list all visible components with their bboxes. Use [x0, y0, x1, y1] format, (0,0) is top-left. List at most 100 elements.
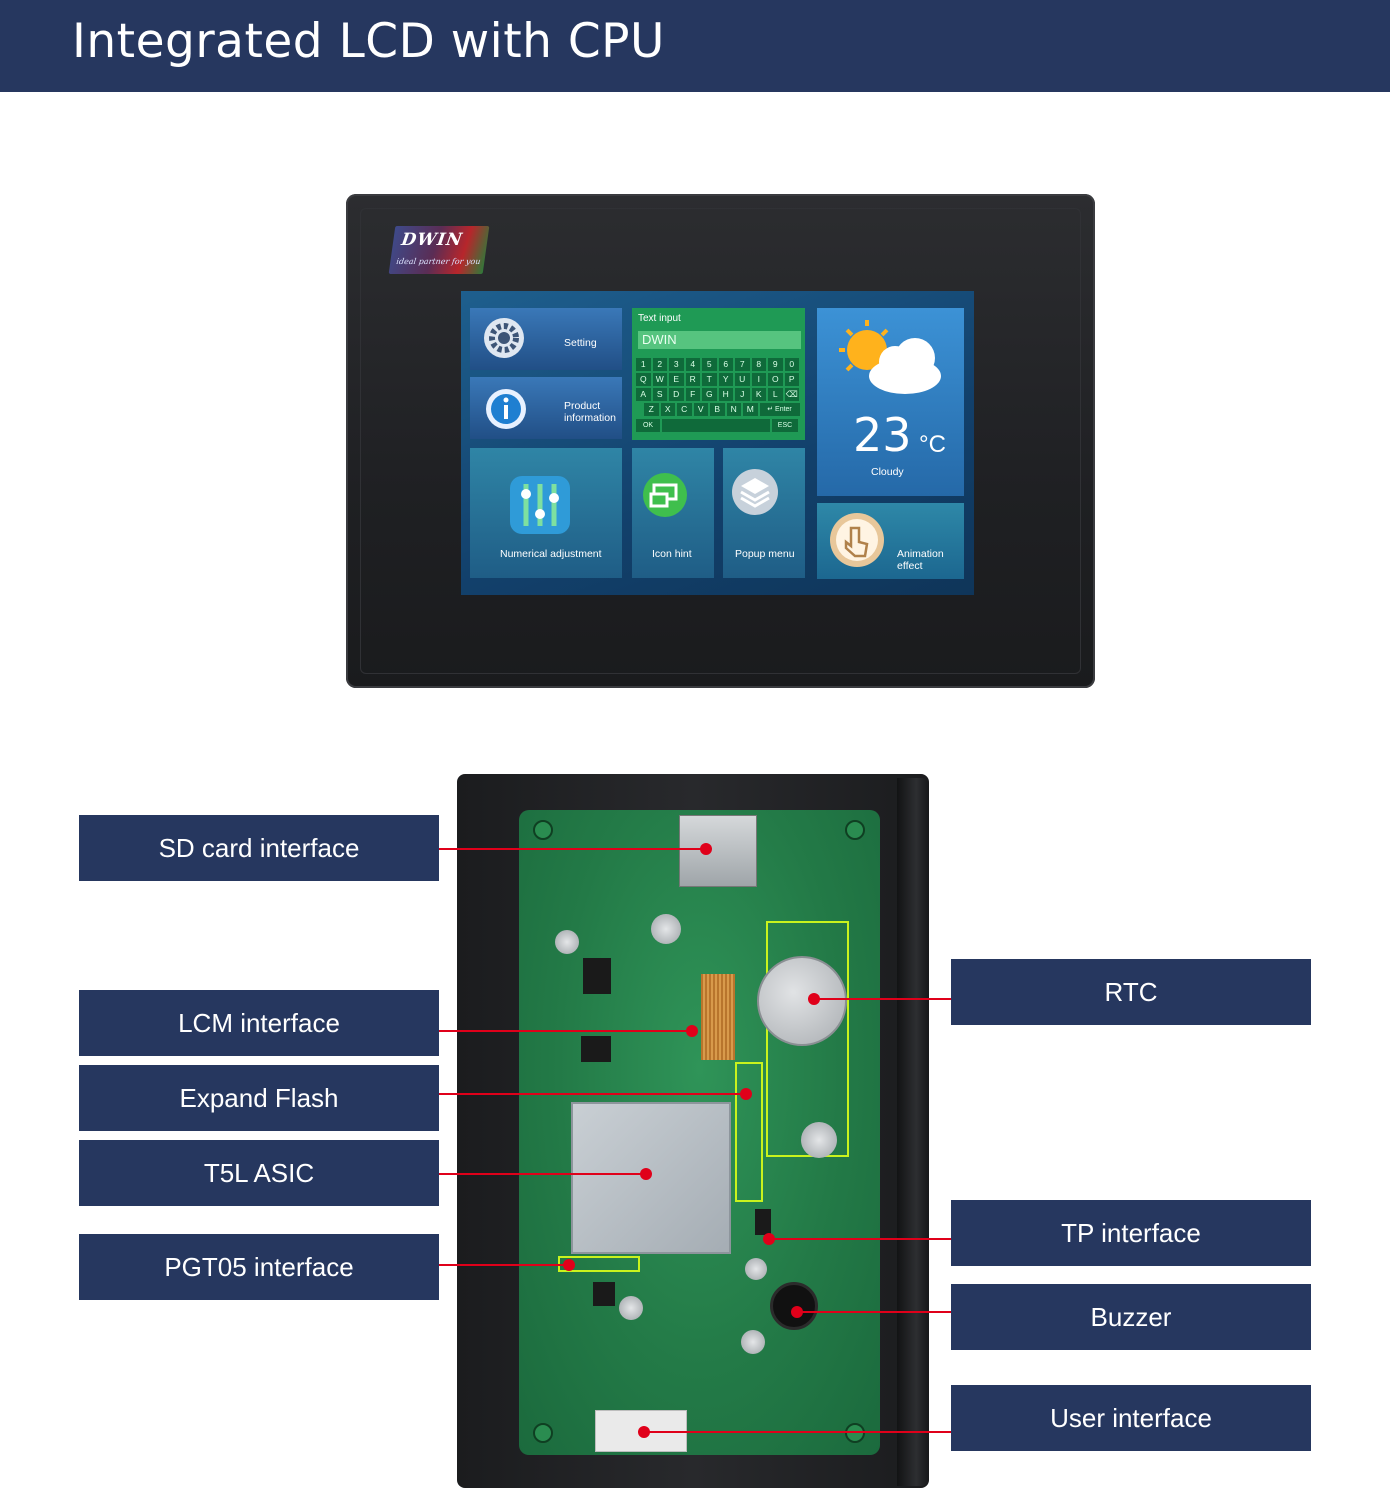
brand-tagline: ideal partner for you [395, 257, 482, 266]
callout-user-interface: User interface [951, 1385, 1311, 1451]
key[interactable]: V [693, 403, 708, 416]
animation-effect-label: Animation effect [897, 548, 944, 572]
key[interactable]: B [710, 403, 725, 416]
sliders-icon [510, 476, 570, 534]
info-icon [486, 389, 526, 429]
key[interactable]: I [751, 373, 766, 386]
esc-key[interactable]: ESC [772, 419, 798, 432]
pointer-dot [808, 993, 820, 1005]
key[interactable]: T [702, 373, 717, 386]
product-info-label: Product information [564, 400, 616, 424]
callout-tp: TP interface [951, 1200, 1311, 1266]
key[interactable]: 3 [669, 358, 684, 371]
pointer-dot [640, 1168, 652, 1180]
key[interactable]: 2 [652, 358, 667, 371]
tile-popup-menu[interactable]: Popup menu [723, 448, 805, 578]
pointer-dot [638, 1426, 650, 1438]
mount-hole [533, 820, 553, 840]
tile-icon-hint[interactable]: Icon hint [632, 448, 714, 578]
key[interactable]: D [669, 388, 684, 401]
pointer-line [797, 1311, 951, 1313]
key[interactable]: Y [718, 373, 733, 386]
sun-cloud-icon [839, 320, 941, 394]
tile-product-info[interactable]: Product information [470, 377, 622, 439]
key[interactable]: Z [644, 403, 659, 416]
key[interactable]: Q [636, 373, 651, 386]
space-key[interactable] [662, 419, 770, 432]
ok-key[interactable]: OK [636, 419, 660, 432]
key[interactable]: U [735, 373, 750, 386]
callout-expand-flash: Expand Flash [79, 1065, 439, 1131]
capacitor [555, 930, 579, 954]
pointer-line [439, 1093, 746, 1095]
text-input-title: Text input [638, 313, 681, 324]
enter-key[interactable]: ↵ Enter [759, 403, 800, 416]
key[interactable]: P [784, 373, 799, 386]
backspace-key[interactable]: ⌫ [784, 388, 799, 401]
key[interactable]: S [652, 388, 667, 401]
key[interactable]: A [636, 388, 651, 401]
key[interactable]: J [735, 388, 750, 401]
smd-chip [593, 1282, 615, 1306]
key[interactable]: M [743, 403, 758, 416]
dwin-logo: DWIN ideal partner for you [388, 226, 490, 274]
pointer-line [644, 1431, 951, 1433]
key[interactable]: 8 [751, 358, 766, 371]
smd-chip [583, 958, 611, 994]
key[interactable]: X [660, 403, 675, 416]
pointer-dot [763, 1233, 775, 1245]
rtc-coin-cell [757, 956, 847, 1046]
weather-condition: Cloudy [871, 466, 904, 478]
key[interactable]: W [652, 373, 667, 386]
key[interactable]: C [677, 403, 692, 416]
gear-icon [484, 318, 524, 358]
capacitor [745, 1258, 767, 1280]
key[interactable]: 1 [636, 358, 651, 371]
key[interactable]: F [685, 388, 700, 401]
key[interactable]: E [669, 373, 684, 386]
key[interactable]: R [685, 373, 700, 386]
key[interactable]: G [702, 388, 717, 401]
callout-rtc: RTC [951, 959, 1311, 1025]
pointer-dot [563, 1259, 575, 1271]
key[interactable]: L [768, 388, 783, 401]
callout-lcm: LCM interface [79, 990, 439, 1056]
pointer-line [439, 1173, 647, 1175]
key[interactable]: 6 [718, 358, 733, 371]
rtc-highlight [766, 921, 849, 1157]
tile-numerical-adjustment[interactable]: Numerical adjustment [470, 448, 622, 578]
callout-t5l-asic: T5L ASIC [79, 1140, 439, 1206]
icon-hint-label: Icon hint [652, 548, 692, 560]
key[interactable]: N [726, 403, 741, 416]
key[interactable]: O [768, 373, 783, 386]
callout-pgt05: PGT05 interface [79, 1234, 439, 1300]
key[interactable]: H [718, 388, 733, 401]
lcm-connector [701, 974, 735, 1060]
tile-setting[interactable]: Setting [470, 308, 622, 370]
pointer-line [814, 998, 951, 1000]
pointer-dot [791, 1306, 803, 1318]
key[interactable]: 9 [768, 358, 783, 371]
callout-buzzer: Buzzer [951, 1284, 1311, 1350]
key[interactable]: 4 [685, 358, 700, 371]
key[interactable]: 5 [702, 358, 717, 371]
window-icon [643, 473, 687, 517]
hand-touch-icon [830, 513, 884, 567]
key[interactable]: 7 [735, 358, 750, 371]
key[interactable]: K [751, 388, 766, 401]
tile-weather[interactable]: 23 °C Cloudy [817, 308, 964, 496]
key[interactable]: 0 [784, 358, 799, 371]
pointer-dot [740, 1088, 752, 1100]
pointer-line [769, 1238, 951, 1240]
pointer-dot [700, 843, 712, 855]
flash-highlight [735, 1062, 763, 1202]
pcb-board [519, 810, 880, 1455]
lcd-screen: Setting Product information Text input D… [461, 291, 974, 595]
tile-animation-effect[interactable]: Animation effect [817, 503, 964, 579]
text-input-field[interactable]: DWIN [638, 331, 801, 349]
